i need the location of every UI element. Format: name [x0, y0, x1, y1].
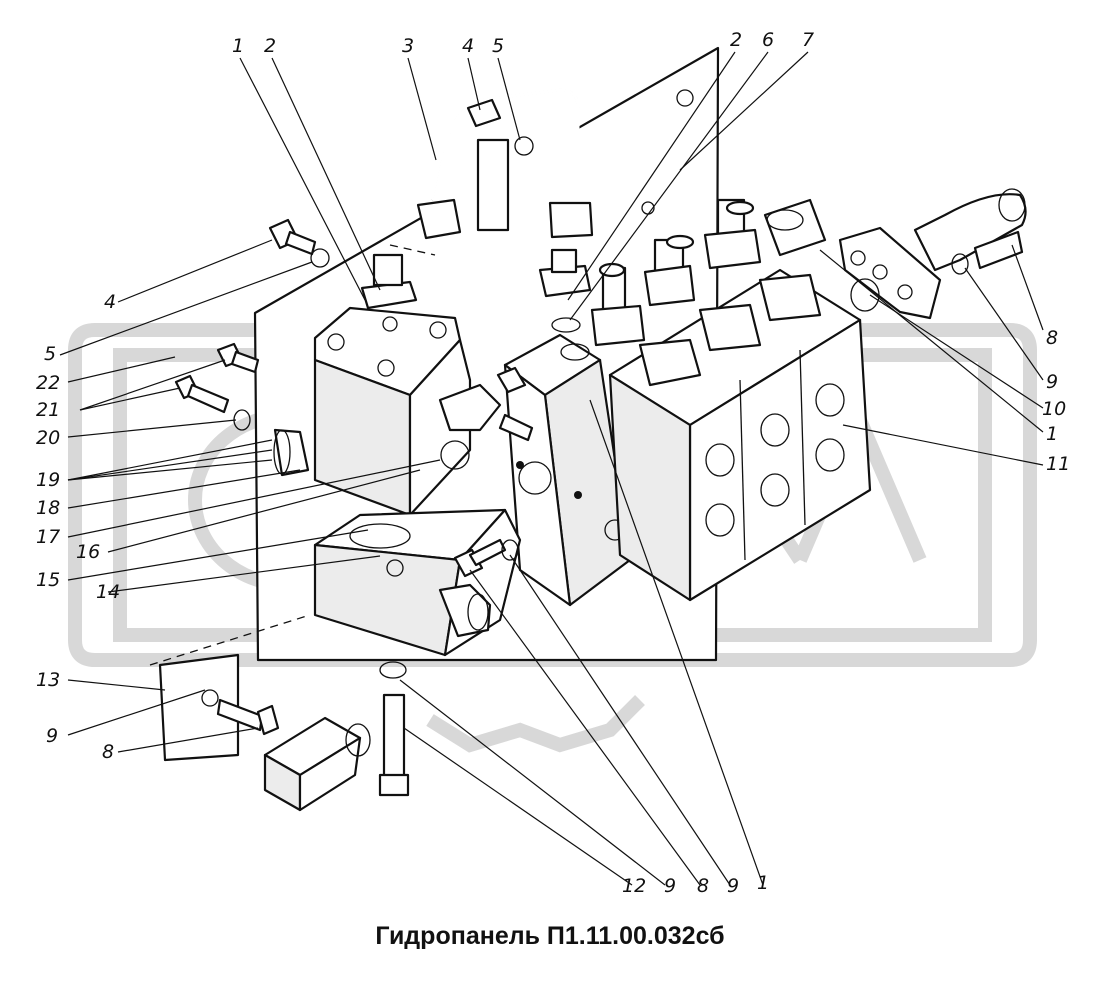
callout-4-left: 4	[104, 291, 116, 313]
dashed-guide-top	[389, 244, 436, 256]
callout-9-right: 9	[1046, 371, 1058, 393]
top-left-fitting	[360, 253, 418, 333]
callout-21: 21	[36, 399, 60, 421]
callout-8-right: 8	[1046, 327, 1058, 349]
callout-20: 20	[36, 427, 60, 449]
leader-lines	[59, 51, 1044, 886]
distributor-sections	[590, 198, 872, 602]
callout-22: 22	[36, 372, 60, 394]
right-end-block	[763, 198, 827, 257]
callout-8-left: 8	[102, 741, 114, 763]
callout-9-bottom-2: 9	[727, 875, 739, 897]
right-flange-assembly	[838, 188, 1027, 320]
callout-17: 17	[36, 526, 60, 548]
callout-12: 12	[622, 875, 646, 897]
callout-9-bottom: 9	[664, 875, 676, 897]
vertical-bolt	[378, 661, 410, 797]
callout-11: 11	[1046, 453, 1070, 475]
callout-5-left: 5	[44, 343, 56, 365]
callout-2: 2	[264, 35, 276, 57]
callout-14: 14	[96, 581, 120, 603]
hydraulic-panel-drawing: 1 2 3 4 5 2 6 7 4 5 22 21 20 19 18 17 16…	[36, 29, 1070, 897]
center-fitting	[538, 248, 592, 333]
callout-13: 13	[36, 669, 60, 691]
section-screws	[705, 383, 845, 537]
callout-18: 18	[36, 497, 60, 519]
callout-15: 15	[36, 569, 60, 591]
callout-9-left: 9	[46, 725, 58, 747]
top-bolt-and-washer	[268, 218, 330, 268]
callout-16: 16	[76, 541, 100, 563]
lower-cover-assembly	[149, 614, 371, 812]
callout-labels: 1 2 3 4 5 2 6 7 4 5 22 21 20 19 18 17 16…	[36, 29, 1070, 897]
callout-10: 10	[1042, 398, 1066, 420]
callout-4: 4	[462, 35, 474, 57]
pipe-bracket	[466, 98, 534, 232]
callout-8-bottom: 8	[697, 875, 709, 897]
callout-19: 19	[36, 469, 60, 491]
side-plug	[273, 428, 310, 477]
callout-2-right: 2	[730, 29, 742, 51]
callout-1-bottom: 1	[757, 872, 769, 894]
callout-6: 6	[762, 29, 774, 51]
middle-small-bolts	[438, 366, 552, 578]
callout-1: 1	[232, 35, 244, 57]
figure-caption: Гидропанель П1.11.00.032сб	[375, 922, 725, 950]
callout-1-right: 1	[1046, 423, 1058, 445]
callout-5: 5	[492, 35, 504, 57]
callout-3: 3	[402, 35, 414, 57]
callout-7: 7	[802, 29, 814, 51]
lower-block-fitting	[438, 583, 492, 638]
